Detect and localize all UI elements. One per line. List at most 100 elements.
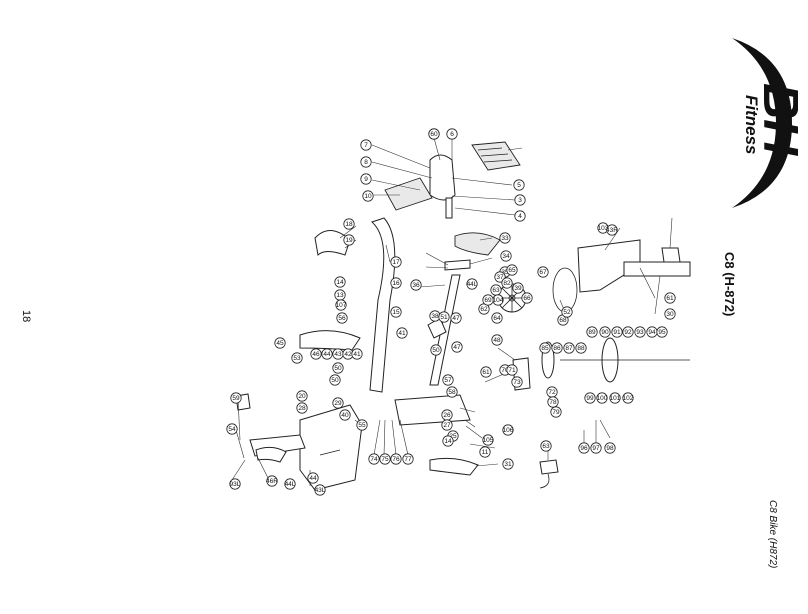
part-callout-label: 34 <box>502 253 510 260</box>
part-callout-label: 53 <box>293 355 301 362</box>
part-callout-label: 103 <box>598 225 609 232</box>
part-callout-label: 58 <box>448 389 456 396</box>
part-callout-93: 93 <box>634 326 646 338</box>
part-callout-14: 14 <box>442 435 454 447</box>
part-callout-label: 16 <box>392 280 400 287</box>
part-callout-88: 88 <box>575 342 587 354</box>
part-callout-33: 33 <box>499 232 511 244</box>
console-display <box>471 141 521 171</box>
parts-line-art <box>235 141 691 491</box>
part-callout-label: 48 <box>493 337 501 344</box>
part-callout-73: 73 <box>511 376 523 388</box>
part-callout-label: 95 <box>658 329 666 336</box>
handlebar-grip <box>314 230 351 257</box>
handlebar <box>429 154 456 201</box>
part-callout-96: 96 <box>578 442 590 454</box>
part-callout-30: 30 <box>664 308 676 320</box>
main-frame-post <box>369 217 396 393</box>
part-callout-46R: 46R <box>266 475 278 487</box>
part-callout-label: 85 <box>541 345 549 352</box>
part-callout-label: 68 <box>559 317 567 324</box>
part-callout-label: 5 <box>517 182 521 189</box>
part-callout-label: 27 <box>443 422 451 429</box>
part-callout-label: 38 <box>431 313 439 320</box>
part-callout-105: 105 <box>482 434 494 446</box>
part-callout-58: 58 <box>446 386 458 398</box>
part-callout-label: 33 <box>501 235 509 242</box>
part-callout-label: 10 <box>364 193 372 200</box>
part-callout-label: 44 <box>323 351 331 358</box>
part-callout-97: 97 <box>590 442 602 454</box>
part-callout-label: 96 <box>580 445 588 452</box>
part-callout-91: 91 <box>611 326 623 338</box>
part-callout-50: 50 <box>430 344 442 356</box>
part-callout-77: 77 <box>402 453 414 465</box>
part-callout-47: 47 <box>450 312 462 324</box>
part-callout-69: 69 <box>482 294 494 306</box>
part-callout-label: 94 <box>648 329 656 336</box>
frame-base <box>394 394 471 426</box>
part-callout-label: 50 <box>331 377 339 384</box>
part-callout-51: 51 <box>438 311 450 323</box>
part-callout-106: 106 <box>502 424 514 436</box>
part-callout-71: 71 <box>506 364 518 376</box>
part-callout-label: 105 <box>483 437 494 444</box>
part-callout-15: 15 <box>390 306 402 318</box>
part-callout-label: 86 <box>553 345 561 352</box>
part-callout-label: 47 <box>452 315 460 322</box>
part-callout-13: 13 <box>334 289 346 301</box>
part-callout-54: 54 <box>226 423 238 435</box>
part-callout-86: 86 <box>551 342 563 354</box>
part-callout-label: 26 <box>443 412 451 419</box>
part-callout-label: 35 <box>501 269 509 276</box>
part-callout-label: 98 <box>606 445 614 452</box>
part-callout-label: 44 <box>309 475 317 482</box>
part-callout-85: 85 <box>539 342 551 354</box>
part-callout-14: 14 <box>334 276 346 288</box>
part-callout-label: 100 <box>597 395 608 402</box>
side-cover-left <box>299 404 363 491</box>
part-callout-3: 3 <box>514 194 526 206</box>
part-callout-8: 8 <box>360 156 372 168</box>
part-callout-107: 107 <box>335 299 347 311</box>
part-callout-63: 63 <box>490 284 502 296</box>
part-callout-label: 60 <box>430 131 438 138</box>
foot-cap <box>255 446 287 463</box>
part-callout-38: 38 <box>429 310 441 322</box>
part-callout-95: 95 <box>656 326 668 338</box>
part-callout-92: 92 <box>622 326 634 338</box>
part-callout-label: 64 <box>493 315 501 322</box>
part-callout-label: 71 <box>508 367 516 374</box>
part-callout-44L: 44L <box>284 478 296 490</box>
part-callout-label: 61 <box>482 369 490 376</box>
stabilizer-rear <box>623 261 691 277</box>
part-callout-label: 93L <box>230 481 241 488</box>
part-callout-label: 25 <box>449 433 457 440</box>
part-callout-label: 59 <box>232 395 240 402</box>
part-callout-label: 101 <box>610 395 621 402</box>
part-callout-59: 59 <box>230 392 242 404</box>
part-callout-label: 75 <box>381 456 389 463</box>
power-adapter <box>539 459 559 475</box>
part-callout-67: 67 <box>537 266 549 278</box>
part-callout-75: 75 <box>379 453 391 465</box>
part-callout-82: 82 <box>501 277 513 289</box>
part-callout-label: 52 <box>563 309 571 316</box>
part-callout-label: 11 <box>482 449 489 456</box>
part-callout-99: 99 <box>584 392 596 404</box>
part-callout-label: 17 <box>392 259 400 266</box>
part-callout-31: 31 <box>502 458 514 470</box>
part-callout-label: 28 <box>298 405 306 412</box>
part-callout-11: 11 <box>479 446 491 458</box>
part-callout-label: 104 <box>493 297 504 304</box>
part-callout-label: 9 <box>364 176 368 183</box>
part-callout-61: 61 <box>480 366 492 378</box>
part-callout-label: 99 <box>586 395 594 402</box>
part-callout-6: 6 <box>446 128 458 140</box>
part-callout-63: 63 <box>540 440 552 452</box>
part-callout-44: 44 <box>321 348 333 360</box>
part-callout-label: 15 <box>392 309 400 316</box>
part-callout-50: 50 <box>332 362 344 374</box>
part-callout-label: 87 <box>565 345 573 352</box>
part-callout-20: 20 <box>296 390 308 402</box>
